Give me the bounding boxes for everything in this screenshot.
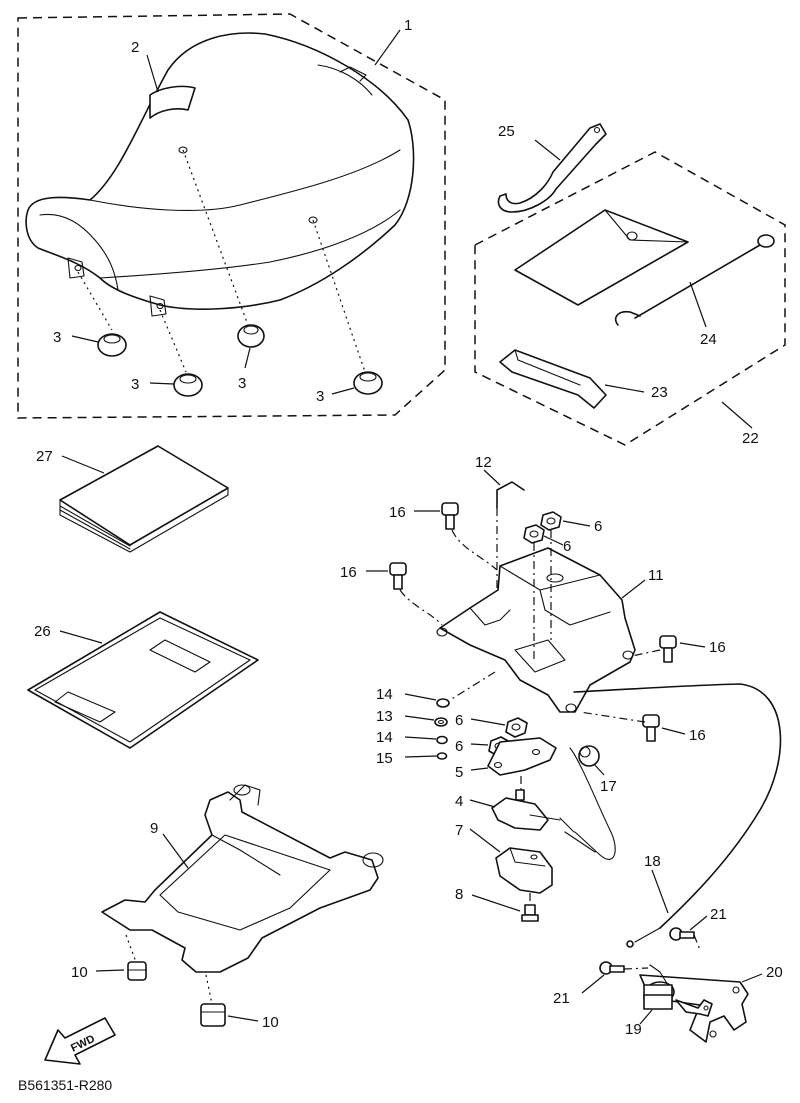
seat-base-frame[interactable] [101, 791, 379, 973]
callout-6[interactable]: 6 [455, 738, 463, 755]
flange-nut[interactable] [540, 511, 562, 531]
diagram-code: B561351-R280 [18, 1077, 112, 1093]
bolt[interactable] [521, 904, 539, 922]
tool-kit-boundary [474, 151, 786, 446]
tool-strap[interactable] [499, 349, 607, 409]
seat-base-frame-group [95, 784, 384, 1027]
seat-hook[interactable] [496, 481, 525, 509]
callout-8[interactable]: 8 [455, 886, 463, 903]
rubber-cushion[interactable] [200, 1003, 226, 1027]
callout-3[interactable]: 3 [316, 388, 324, 405]
callout-11[interactable]: 11 [648, 567, 664, 584]
flange-nut[interactable] [523, 524, 545, 544]
callout-18[interactable]: 18 [644, 853, 661, 870]
lock-plate[interactable] [487, 737, 557, 776]
screw[interactable] [599, 961, 625, 975]
seat-bracket[interactable] [439, 547, 636, 713]
callout-20[interactable]: 20 [766, 964, 783, 981]
callout-6[interactable]: 6 [455, 712, 463, 729]
screw[interactable] [669, 927, 695, 941]
seat-bracket-assembly [366, 469, 706, 742]
tool-kit-group [474, 123, 786, 446]
seat-assembly-group [17, 13, 446, 419]
callout-26[interactable]: 26 [34, 623, 51, 640]
callout-10[interactable]: 10 [71, 964, 88, 981]
owners-manual[interactable] [59, 445, 229, 553]
flange-nut[interactable] [505, 717, 528, 738]
collar[interactable] [434, 717, 448, 727]
circlip[interactable] [436, 752, 448, 760]
seat-damper[interactable] [173, 373, 203, 397]
callout-25[interactable]: 25 [498, 123, 515, 140]
bolt[interactable] [389, 562, 407, 590]
spanner-wrench[interactable] [497, 123, 607, 213]
seat-damper[interactable] [97, 333, 127, 357]
bolt[interactable] [642, 714, 660, 742]
seat-lock-cable-assembly [564, 683, 782, 948]
washer-hardware [404, 671, 496, 760]
callout-numbers: 1 2 3 3 3 3 25 24 23 22 27 26 12 16 16 1… [34, 17, 783, 1038]
callout-3[interactable]: 3 [53, 329, 61, 346]
callout-16[interactable]: 16 [709, 639, 726, 656]
seat-band[interactable] [149, 85, 196, 119]
callout-14[interactable]: 14 [376, 729, 393, 746]
seat-damper[interactable] [353, 371, 383, 395]
callout-15[interactable]: 15 [376, 750, 393, 767]
callout-1[interactable]: 1 [404, 17, 412, 34]
seat-lock[interactable] [491, 797, 549, 831]
callout-21[interactable]: 21 [710, 906, 727, 923]
seat-damper[interactable] [237, 324, 265, 348]
callout-6[interactable]: 6 [563, 538, 571, 555]
grommet[interactable] [578, 745, 600, 767]
lock-cover[interactable] [495, 847, 553, 894]
callout-5[interactable]: 5 [455, 764, 463, 781]
callout-3[interactable]: 3 [131, 376, 139, 393]
key-cylinder[interactable] [643, 964, 675, 1010]
tool-bag[interactable] [514, 209, 689, 306]
document-holder[interactable] [27, 611, 259, 749]
callout-24[interactable]: 24 [700, 331, 717, 348]
callout-13[interactable]: 13 [376, 708, 393, 725]
callout-17[interactable]: 17 [600, 778, 617, 795]
seat-group-boundary [17, 13, 446, 419]
callout-16[interactable]: 16 [340, 564, 357, 581]
callout-4[interactable]: 4 [455, 793, 463, 810]
forward-direction-arrow: FWD [44, 1017, 116, 1065]
callout-12[interactable]: 12 [475, 454, 492, 471]
callout-23[interactable]: 23 [651, 384, 668, 401]
callout-10[interactable]: 10 [262, 1014, 279, 1031]
callout-2[interactable]: 2 [131, 39, 139, 56]
rubber-cushion[interactable] [127, 961, 147, 981]
callout-3[interactable]: 3 [238, 375, 246, 392]
callout-22[interactable]: 22 [742, 430, 759, 447]
callout-16[interactable]: 16 [389, 504, 406, 521]
bolt[interactable] [659, 635, 677, 663]
callout-16[interactable]: 16 [689, 727, 706, 744]
seat-lock-cable-wire[interactable] [573, 683, 782, 929]
callout-21[interactable]: 21 [553, 990, 570, 1007]
callout-7[interactable]: 7 [455, 822, 463, 839]
callout-14[interactable]: 14 [376, 686, 393, 703]
key-lock-assembly [581, 915, 763, 1043]
washer[interactable] [436, 698, 450, 708]
callout-19[interactable]: 19 [625, 1021, 642, 1038]
bolt[interactable] [441, 502, 459, 530]
callout-27[interactable]: 27 [36, 448, 53, 465]
seat-lock-cable[interactable] [614, 234, 775, 326]
washer[interactable] [436, 735, 448, 745]
callout-6[interactable]: 6 [594, 518, 602, 535]
ignition-key[interactable] [675, 999, 713, 1017]
callout-9[interactable]: 9 [150, 820, 158, 837]
seat-lock-assembly [469, 717, 605, 922]
